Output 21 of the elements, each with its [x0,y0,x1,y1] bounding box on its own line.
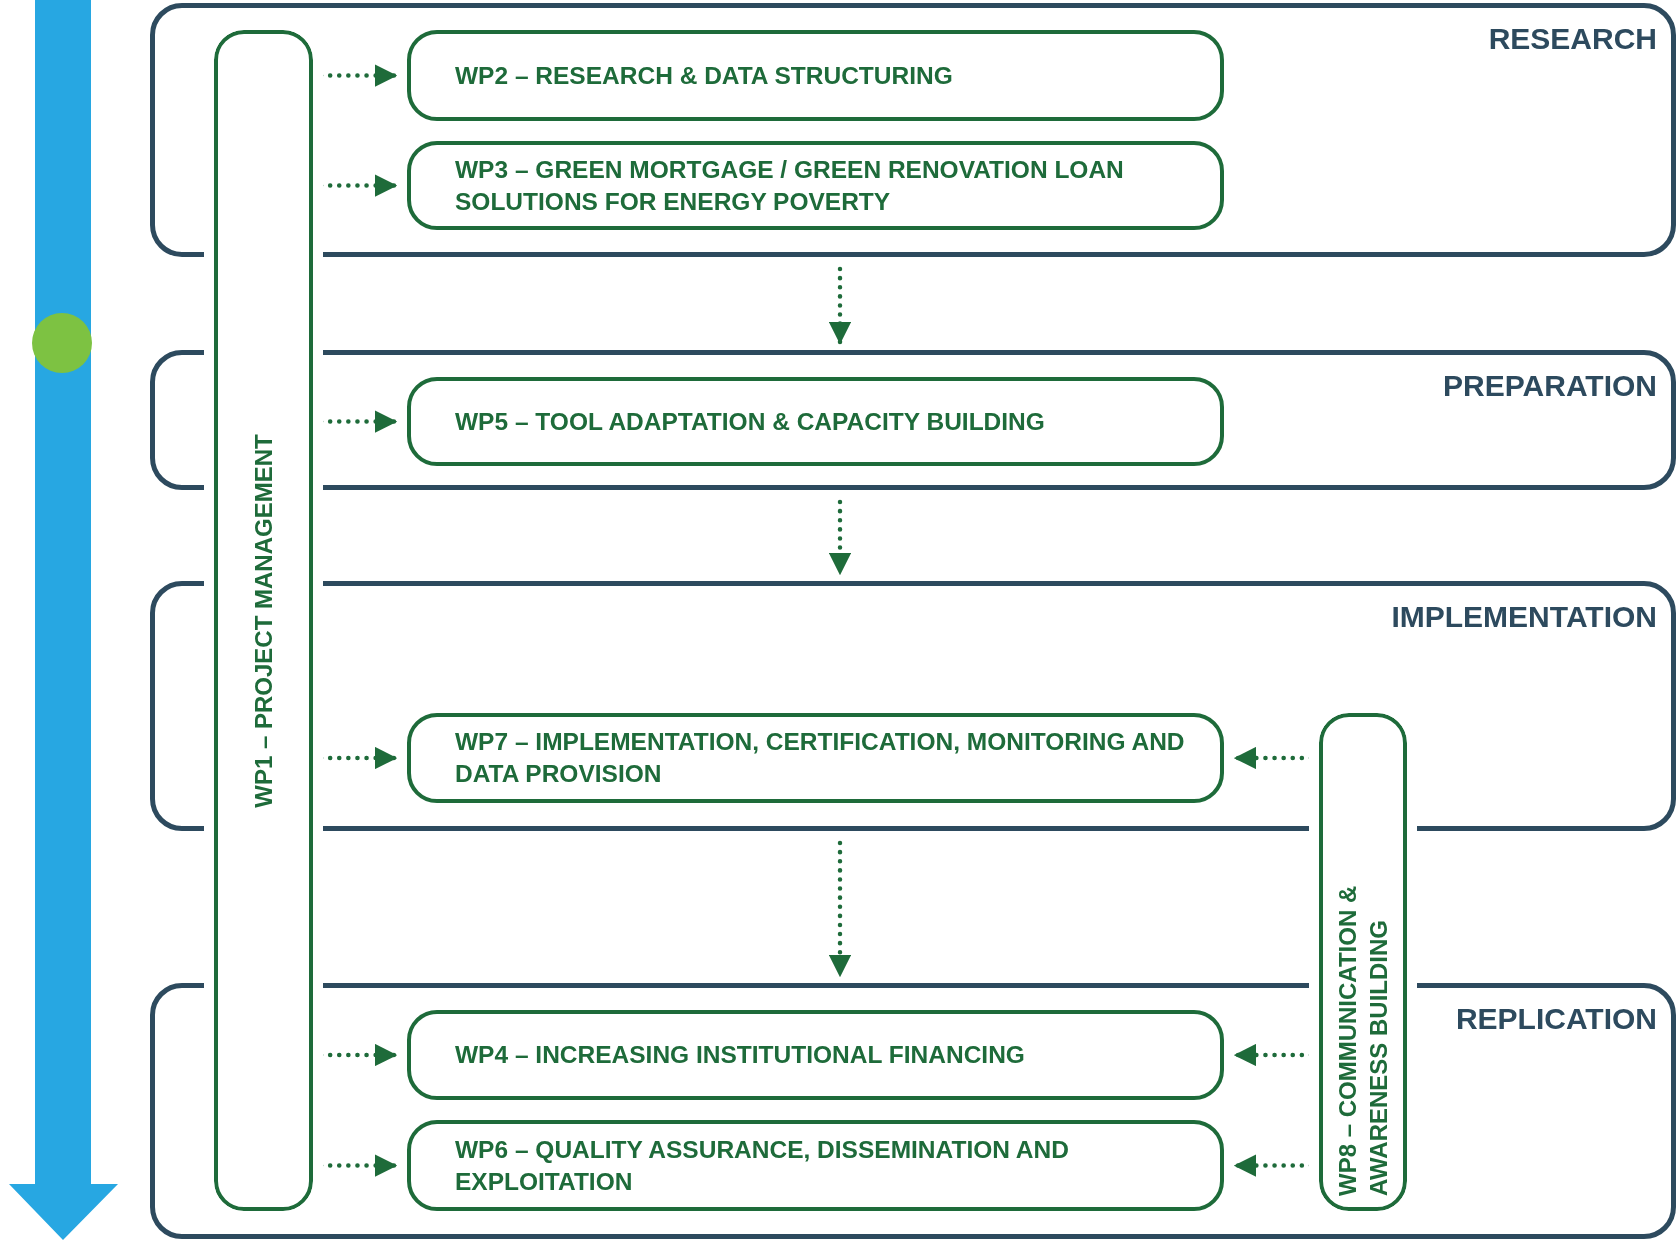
work-package-box [407,713,1224,803]
work-package-box [407,1120,1224,1211]
work-package-title: WP2 – RESEARCH & DATA STRUCTURING [455,60,953,91]
dotted-arrow [828,840,852,978]
dotted-arrow [828,266,852,345]
work-package-title: WP5 – TOOL ADAPTATION & CAPACITY BUILDING [455,406,1045,437]
phase-label: REPLICATION [1455,1002,1657,1036]
phase-label: IMPLEMENTATION [1391,600,1657,634]
phase-label: RESEARCH [1488,22,1657,56]
phase-label: PREPARATION [1443,369,1657,403]
dotted-arrow [828,499,852,576]
work-package-title: WP8 – COMMUNICATION & AWARENESS BUILDING [1332,884,1393,1196]
work-package-title: WP4 – INCREASING INSTITUTIONAL FINANCING [455,1040,1025,1071]
work-package-title: WP3 – GREEN MORTGAGE / GREEN RENOVATION LOAN SOLUTIONS FOR ENERGY POVERTY [455,154,1125,217]
work-package-title: WP1 – PROJECT MANAGEMENT [248,432,278,810]
work-package-box [407,1010,1224,1100]
work-package-title: WP6 – QUALITY ASSURANCE, DISSEMINATION AND EXPLOITATION [455,1134,1070,1197]
work-package-box [407,141,1224,230]
work-package-box [407,30,1224,121]
work-package-title: WP7 – IMPLEMENTATION, CERTIFICATION, MONITORING AND DATA PROVISION [455,727,1186,789]
work-package-box [407,377,1224,466]
